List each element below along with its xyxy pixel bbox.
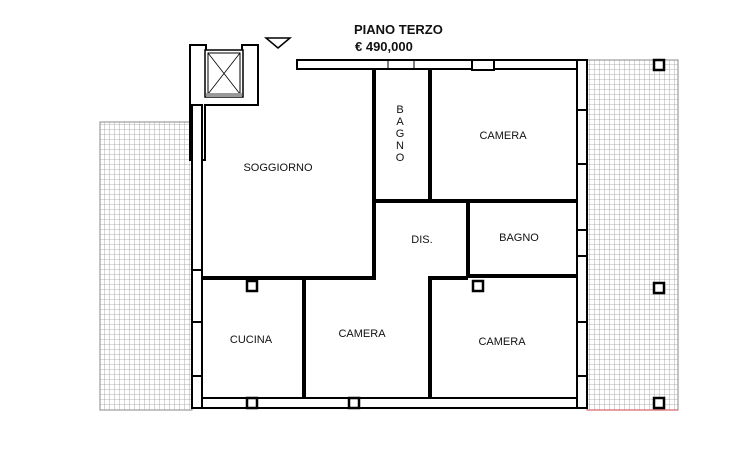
room-camera-mid: CAMERA [338, 328, 386, 340]
letter: O [396, 152, 405, 164]
plan-title: PIANO TERZO [354, 22, 443, 37]
walls [191, 59, 588, 409]
terrace-left [99, 121, 193, 411]
room-cucina: CUCINA [230, 334, 273, 346]
letter: G [396, 128, 405, 140]
letter: A [396, 116, 404, 128]
price: € 490,000 [355, 39, 413, 54]
letter: B [396, 104, 403, 116]
room-soggiorno: SOGGIORNO [243, 162, 313, 174]
room-bagno-vertical: B A G N O [396, 104, 405, 164]
room-bagno: BAGNO [499, 232, 539, 244]
letter: N [396, 140, 404, 152]
room-camera-right: CAMERA [478, 336, 526, 348]
columns [245, 58, 666, 410]
room-dis: DIS. [411, 234, 432, 246]
triangle-down-icon [263, 37, 293, 49]
room-camera-top: CAMERA [479, 130, 527, 142]
terrace-right [586, 59, 679, 411]
